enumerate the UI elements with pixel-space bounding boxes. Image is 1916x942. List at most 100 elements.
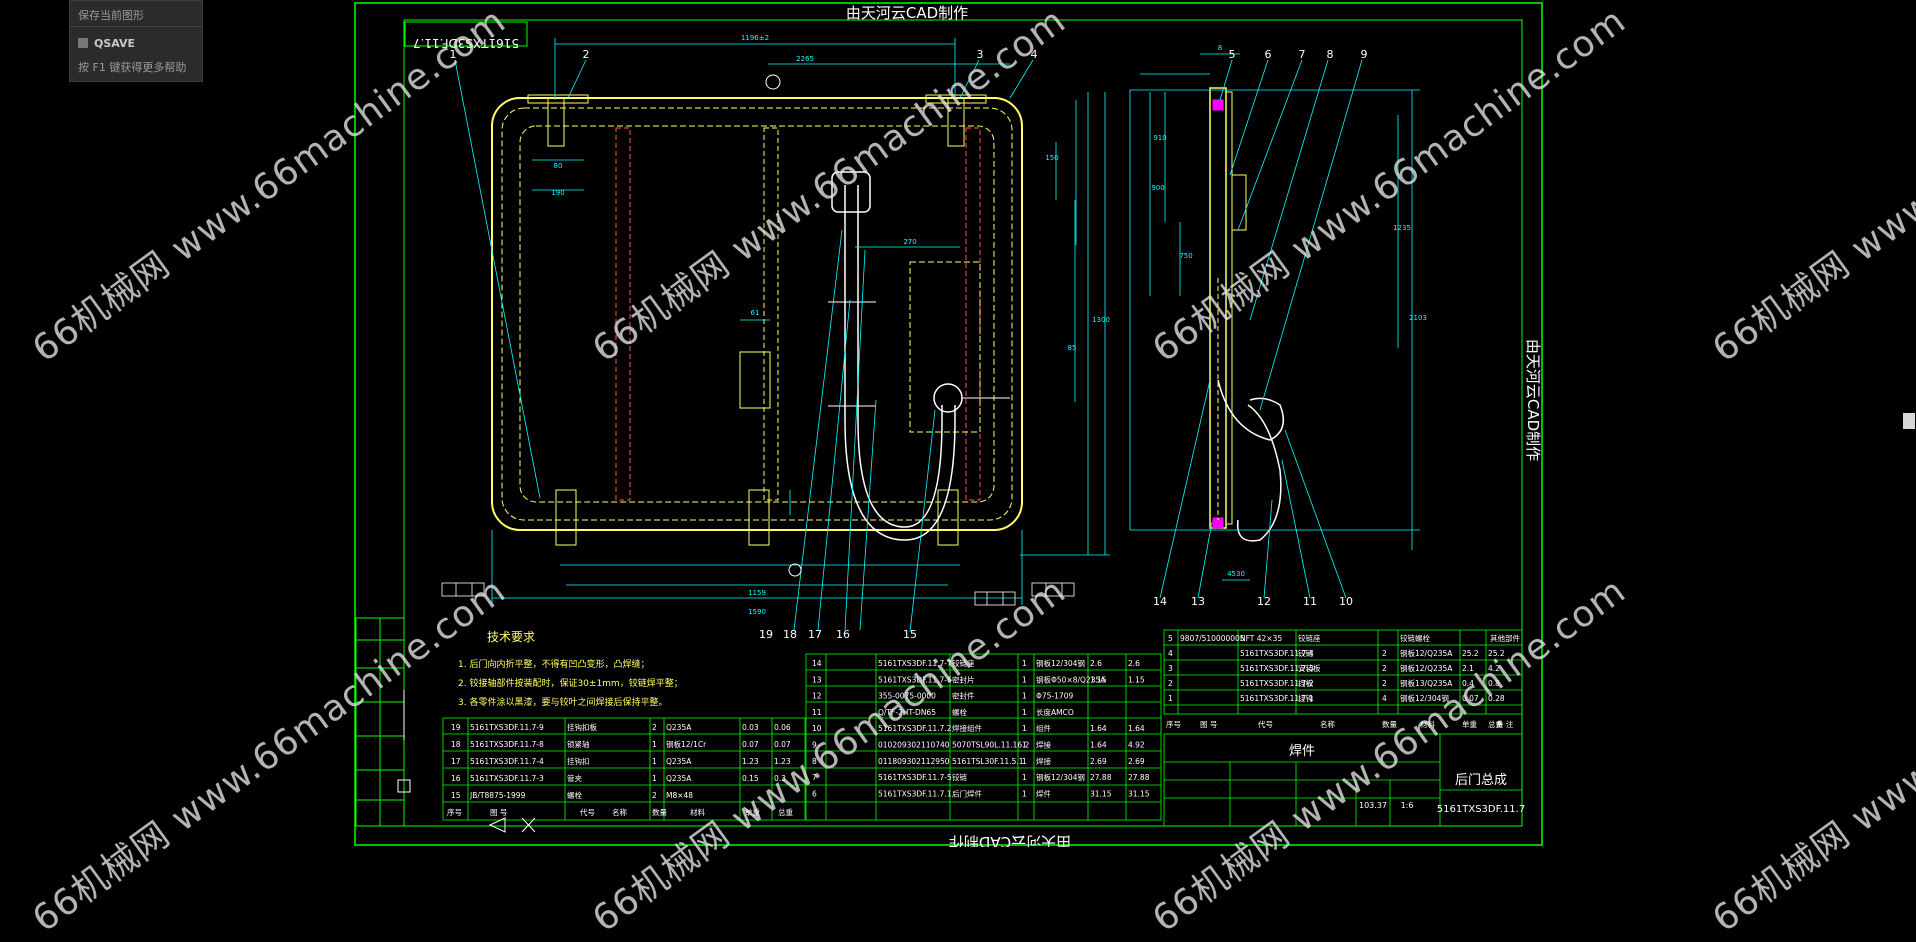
bom-right-cell: 25.2 — [1488, 649, 1505, 658]
balloon-3: 3 — [977, 48, 984, 61]
bom-mid-cell: 13 — [812, 675, 822, 684]
bom-grid — [442, 629, 1523, 827]
bom-right-cell: 铰链座 — [1298, 633, 1321, 643]
bom-right-cell: 挡板 — [1298, 678, 1314, 688]
dim-label: 85 — [1068, 344, 1077, 352]
bom-right-header: 序号 — [1166, 719, 1181, 729]
bom-left-header: 数量 — [652, 807, 667, 817]
sheet-top-title: 由天河云CAD制作 — [846, 4, 968, 22]
tooltip-divider — [70, 26, 202, 27]
bom-right-cell: 1 — [1168, 694, 1173, 703]
bom-right-cell: 4.2 — [1488, 664, 1500, 673]
bom-left-cell: 5161TXS3DF.11.7-8 — [470, 740, 544, 749]
bom-mid-cell: 011809302112950 — [878, 757, 950, 766]
bom-right-cell: 钢板13/Q235A — [1400, 678, 1453, 688]
bom-left-header: 代号 — [580, 807, 595, 817]
bom-left-cell: 螺栓 — [567, 790, 582, 800]
tooltip-title: 保存当前图形 — [78, 9, 144, 22]
balloon-18: 18 — [783, 628, 797, 641]
bom-right-cell: 钢板12/304钢 — [1400, 693, 1449, 703]
bom-mid-cell: 7 — [812, 773, 817, 782]
sheet-bottom-title: 由天河云CAD制作 — [949, 833, 1071, 847]
bom-mid-cell: 27.88 — [1090, 773, 1112, 782]
bom-mid-cell: 密封片 — [952, 674, 975, 684]
dim-label: 61 — [751, 309, 760, 317]
bom-mid-cell: 5070TSL90L.11.16.2 — [952, 741, 1030, 750]
bom-left-header: 序号 — [447, 807, 462, 817]
dim-label: 900 — [1151, 184, 1164, 192]
bom-left-header: 材料 — [690, 807, 705, 817]
bom-right-cell: 3 — [1168, 664, 1173, 673]
bom-right-header: 代号 — [1258, 719, 1273, 729]
bom-mid-cell: 8 — [812, 757, 817, 766]
bom-left-header: 总重 — [778, 807, 793, 817]
bom-right-cell: 5161TXS3DF.11.7-1 — [1240, 694, 1314, 703]
cad-drawing-canvas[interactable]: 由天河云CAD制作 由天河云CAD制作 由天河云CAD制作 5161TXS3DF… — [0, 0, 1916, 847]
bom-left-cell: 0.3 — [774, 774, 786, 783]
bom-mid-cell: 5161TXS3DF.11.7-6 — [878, 675, 952, 684]
scrollbar-thumb[interactable] — [1903, 413, 1915, 429]
bom-mid-cell: 6 — [812, 789, 817, 798]
tooltip-command: QSAVE — [78, 37, 135, 50]
bom-right-cell: 安装板 — [1298, 663, 1321, 673]
bom-mid-cell: 5161TSL30F.11.5.1 — [952, 757, 1024, 766]
bom-right-cell: 25.2 — [1462, 649, 1479, 658]
balloon-13: 13 — [1191, 595, 1205, 608]
bom-mid-cell: 11 — [812, 708, 822, 717]
bom-mid-cell: 铰链座 — [952, 658, 975, 668]
bom-right-cell: 5 — [1168, 634, 1173, 643]
bom-mid-cell: 1.64 — [1090, 724, 1107, 733]
tech-req-item: 1. 后门向内折平整，不得有凹凸变形，凸焊缝； — [458, 658, 649, 670]
bom-mid-cell: 1 — [1022, 675, 1027, 684]
front-view — [491, 94, 1023, 546]
bom-mid-cell: 1 — [1022, 708, 1027, 717]
bom-mid-cell: 2.69 — [1090, 757, 1107, 766]
bom-left-cell: 锁紧轴 — [567, 739, 590, 749]
bom-right-cell: 铰链 — [1298, 648, 1314, 658]
corner-code-label: 5161TXS3DF.11.7 — [413, 36, 519, 50]
tooltip-help: 按 F1 键获得更多帮助 — [78, 61, 187, 74]
bom-mid-cell: 355-0075-0000 — [878, 692, 936, 701]
dim-label: 1300 — [1092, 316, 1110, 324]
bom-mid-cell: 焊接组件 — [952, 723, 982, 733]
bom-right-cell: 5161TXS3DF.11.7-3 — [1240, 664, 1314, 673]
bom-right-cell: 4 — [1382, 694, 1387, 703]
bom-right-cell: 其他部件 — [1490, 633, 1520, 643]
bom-left-cell: 16 — [451, 774, 461, 783]
title-block-weight: 103.37 — [1359, 801, 1387, 810]
bom-right-cell: 4 — [1168, 649, 1173, 658]
bom-left-cell: M8×48 — [666, 791, 693, 800]
bom-mid-cell: 1.64 — [1090, 741, 1107, 750]
bom-right-cell: 0.28 — [1488, 694, 1505, 703]
sheet-side-title: 由天河云CAD制作 — [1524, 339, 1542, 461]
dim-label: 1235 — [1393, 224, 1411, 232]
bom-mid-cell: 焊件 — [1036, 788, 1052, 798]
bom-mid-cell: 2.6 — [1090, 659, 1102, 668]
balloon-12: 12 — [1257, 595, 1271, 608]
front-view-dim-labels: 1196±2 2265 80 190 1159 1590 1300 270 61… — [551, 34, 1110, 616]
title-block-name: 后门总成 — [1455, 773, 1507, 788]
bom-left-cell: 0.06 — [774, 723, 791, 732]
bom-mid-cell: 10 — [812, 724, 822, 733]
bom-left-cell: Q235A — [666, 757, 692, 766]
bom-mid-cell: 14 — [812, 659, 822, 668]
bom-mid-cell: 1 — [1022, 659, 1027, 668]
balloon-14: 14 — [1153, 595, 1167, 608]
balloon-16: 16 — [836, 628, 850, 641]
bom-right-cell: 0.8 — [1488, 679, 1500, 688]
bom-left-header: 单重 — [745, 807, 760, 817]
bom-mid-cell: 010209302110740 — [878, 741, 950, 750]
dim-label: 80 — [554, 162, 563, 170]
bom-mid-cell: 铰链 — [952, 772, 967, 782]
bom-left-cell: Q235A — [666, 723, 692, 732]
title-block-scale: 1:6 — [1401, 801, 1414, 810]
tech-req-item: 2. 铰接轴部件按装配时，保证30±1mm，铰链焊平整； — [458, 677, 683, 689]
technical-requirements: 技术要求 1. 后门向内折平整，不得有凹凸变形，凸焊缝； 2. 铰接轴部件按装配… — [458, 630, 683, 708]
bom-left-cell: 5161TXS3DF.11.7-4 — [470, 757, 544, 766]
bom-left-cell: 5161TXS3DF.11.7-9 — [470, 723, 544, 732]
bom-mid-cell: 焊接 — [1036, 740, 1052, 750]
bom-right-cell: 2 — [1382, 679, 1387, 688]
bom-mid-cell: 钢板Φ50×8/Q235A — [1036, 674, 1106, 684]
